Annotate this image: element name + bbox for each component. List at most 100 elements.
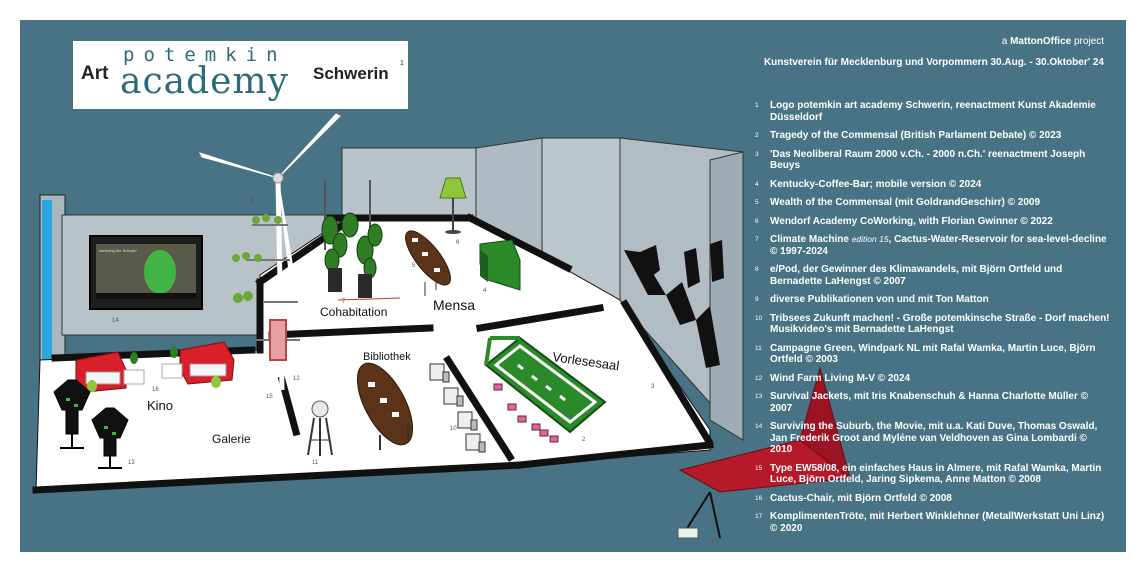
room-bibliothek: Bibliothek (363, 351, 411, 363)
legend-item: 16 Cactus-Chair, mit Björn Ortfeld © 2008 (755, 493, 1110, 505)
green-lamp (439, 177, 467, 234)
legend-text: Kentucky-Coffee-Bar; mobile version © 20… (770, 178, 982, 190)
mensa-table (405, 230, 451, 296)
marker-9: 9 (387, 413, 391, 419)
legend-text: Tribsees Zukunft machen! - Große potemki… (770, 312, 1110, 336)
marker-7: 7 (342, 299, 346, 305)
legend-text: Climate Machine (770, 234, 852, 245)
marker-6: 6 (456, 240, 460, 246)
legend-item: 3 'Das Neoliberal Raum 2000 v.Ch. - 2000 … (755, 149, 1110, 172)
legend-text: Wealth of the Commensal (mit GoldrandGes… (770, 197, 1041, 208)
turbine-shelves (246, 224, 300, 361)
legend-text: Logo potemkin art academy Schwerin, reen… (770, 100, 1096, 123)
legend-item: 2 Tragedy of the Commensal (British Parla… (755, 130, 1110, 142)
room-cohabitation: Cohabitation (320, 305, 387, 319)
floor-plan: 1 2 3 4 5 6 7 8 9 10 11 12 13 14 15 16 1… (32, 57, 852, 547)
kompliment-horn (677, 366, 852, 539)
marker-13: 13 (128, 460, 135, 466)
legend-text: diverse Publikationen von und mit Ton Ma… (770, 294, 989, 305)
coffee-bar (479, 239, 521, 291)
legend-edition: edition 15 (851, 234, 889, 244)
room-galerie: Galerie (212, 432, 251, 446)
legend-number: 4 (755, 180, 759, 188)
project-brand: MattonOffice (1010, 36, 1072, 47)
logo-academy: academy (120, 61, 289, 102)
logo-marker: 1 (400, 60, 404, 67)
vorlesesaal-platform (484, 336, 607, 434)
legend-number: 14 (755, 423, 763, 430)
survival-jackets (53, 379, 129, 469)
legend-item: 15 Type EW58/08, ein einfaches Haus in Al… (755, 463, 1110, 486)
legend-item: 8 e/Pod, der Gewinner des Klimawandels, m… (755, 264, 1110, 287)
marker-2: 2 (582, 437, 586, 443)
legend-number: 2 (755, 132, 759, 139)
shelf-plants (232, 214, 282, 303)
legend-text: Wind Farm Living M-V © 2024 (770, 372, 911, 384)
marker-3: 3 (651, 384, 655, 390)
marker-11: 11 (312, 460, 319, 466)
legend-text: Type EW58/08, ein einfaches Haus in Alme… (770, 462, 1102, 486)
marker-17: 17 (708, 541, 715, 547)
legend-number: 12 (755, 374, 763, 382)
marker-5: 5 (412, 263, 416, 269)
bar-stool (307, 400, 333, 456)
room-mensa: Mensa (433, 297, 475, 313)
legend-number: 9 (755, 296, 759, 303)
legend-number: 17 (755, 513, 763, 520)
marker-15: 15 (266, 394, 273, 400)
marker-8: 8 (250, 198, 254, 204)
marker-14: 14 (112, 318, 119, 324)
legend-number: 5 (755, 199, 759, 206)
legend-number: 1 (755, 102, 759, 109)
room-kino: Kino (147, 398, 173, 413)
legend-number: 15 (755, 464, 763, 472)
exhibition-subtitle: Kunstverein für Mecklenburg und Vorpomme… (763, 57, 1104, 68)
logo-potemkin: potemkin (123, 44, 287, 66)
legend-text: Survival Jackets, mit Iris Knabenschuh &… (770, 391, 1089, 414)
legend-text: KomplimentenTröte, mit Herbert Winklehne… (770, 511, 1105, 534)
legend-item: 17 KomplimentenTröte, mit Herbert Winkleh… (755, 511, 1110, 534)
project-credit: a MattonOffice project (1002, 36, 1104, 47)
legend-item: 14 Surviving the Suburb, the Movie, mit u… (755, 421, 1110, 456)
legend-list: 1 Logo potemkin art academy Schwerin, ree… (755, 100, 1110, 541)
cactus-planters (321, 180, 401, 301)
legend-item: 7 Climate Machine edition 15, Cactus-Wate… (755, 234, 1110, 257)
legend-number: 6 (755, 217, 759, 225)
legend-number: 13 (755, 393, 763, 400)
legend-item: 5 Wealth of the Commensal (mit GoldrandGe… (755, 197, 1110, 209)
legend-text: Tragedy of the Commensal (British Parlam… (770, 130, 1062, 141)
marker-12: 12 (293, 376, 300, 382)
legend-number: 3 (755, 150, 759, 158)
exhibition-plan-canvas: 1 2 3 4 5 6 7 8 9 10 11 12 13 14 15 16 1… (20, 20, 1126, 552)
legend-number: 10 (755, 314, 763, 322)
cinema-screen (89, 235, 203, 310)
library-table (356, 362, 414, 450)
room-labels: Cohabitation Mensa Bibliothek Vorlesesaa… (99, 248, 620, 446)
legend-text: , Cactus-Water-Reservoir for sea-level-d… (770, 234, 1107, 257)
left-wall-window (42, 200, 52, 360)
red-chairs (75, 341, 235, 393)
wall-panel-d (709, 151, 744, 441)
legend-number: 8 (755, 266, 759, 273)
screen-title: surviving the Suburb! (99, 248, 137, 253)
legend-item: 10 Tribsees Zukunft machen! - Große potem… (755, 313, 1110, 336)
wind-turbine (199, 113, 341, 391)
legend-text: Cactus-Chair, mit Björn Ortfeld © 2008 (770, 492, 952, 504)
legend-item: 9 diverse Publikationen von und mit Ton M… (755, 294, 1110, 306)
legend-text: Wendorf Academy CoWorking, with Florian … (770, 215, 1053, 227)
legend-item: 1 Logo potemkin art academy Schwerin, ree… (755, 100, 1110, 123)
legend-number: 16 (755, 494, 763, 502)
logo: Art potemkin academy Schwerin 1 (73, 41, 408, 109)
legend-text: Surviving the Suburb, the Movie, mit u.a… (770, 421, 1098, 455)
legend-item: 12 Wind Farm Living M-V © 2024 (755, 373, 1110, 385)
legend-text: e/Pod, der Gewinner des Klimawandels, mi… (770, 264, 1063, 287)
legend-number: 7 (755, 236, 759, 243)
lecture-seats (493, 383, 559, 443)
legend-item: 4 Kentucky-Coffee-Bar; mobile version © 2… (755, 179, 1110, 191)
zigzag-artwork (624, 240, 724, 368)
marker-10: 10 (450, 426, 457, 432)
marker-4: 4 (483, 288, 487, 294)
project-suffix: project (1073, 36, 1104, 47)
legend-text: 'Das Neoliberal Raum 2000 v.Ch. - 2000 n… (770, 148, 1086, 172)
